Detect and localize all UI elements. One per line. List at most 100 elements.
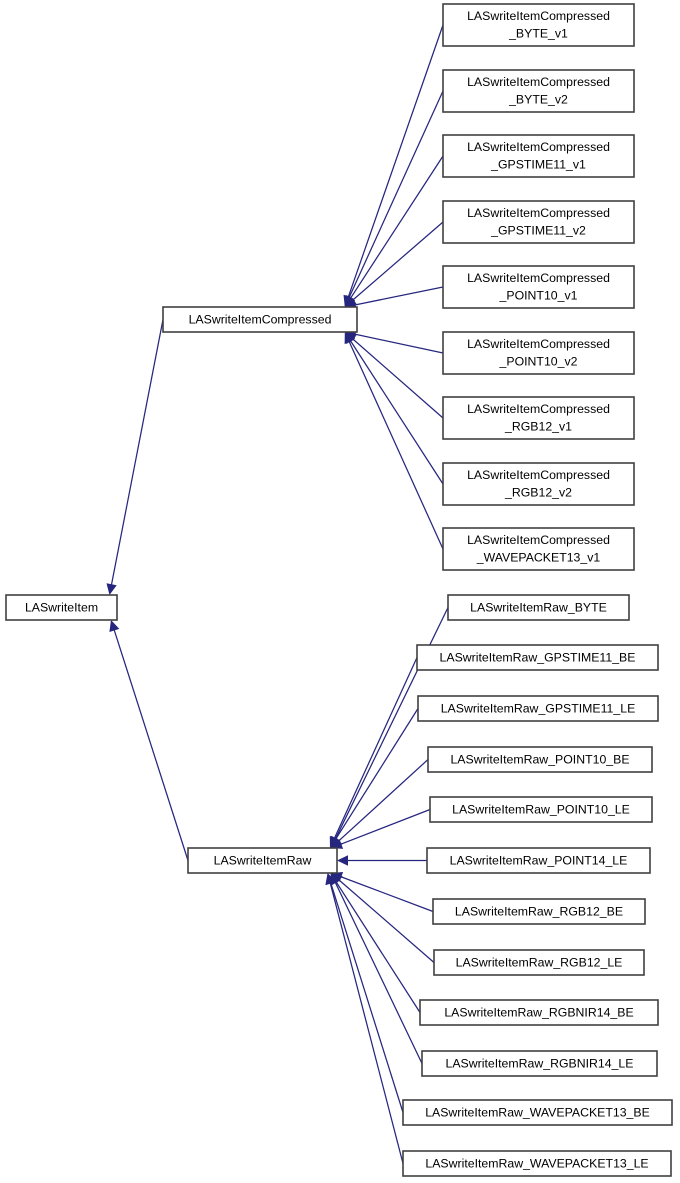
class-node-label: LASwriteItemCompressed [189,312,332,326]
class-node-label-line2: _BYTE_v1 [508,26,568,40]
inheritance-edge-line [347,24,444,299]
inheritance-arrow-icon [337,855,348,866]
class-node-box[interactable] [417,695,659,722]
inheritance-edge-line [337,759,429,843]
class-node-label-line1: LASwriteItemCompressed [467,337,610,351]
class-node-box[interactable] [419,999,659,1026]
class-node-box[interactable] [447,594,630,621]
class-node-label: LASwriteItemRaw_GPSTIME11_LE [441,701,636,715]
inheritance-edge-line [329,882,404,1164]
class-node-label-line2: _POINT10_v1 [499,288,578,302]
inheritance-edge-line [351,221,444,302]
inheritance-edge-line [334,881,423,1064]
class-node-lwir-rgbnir14-be[interactable]: LASwriteItemRaw_RGBNIR14_BE [419,999,659,1026]
class-node-box[interactable] [442,265,635,309]
class-node-box[interactable] [432,898,646,925]
class-node-box[interactable] [442,3,635,47]
inheritance-edge-line [110,319,164,586]
class-node-lwir-gpstime11-be[interactable]: LASwriteItemRaw_GPSTIME11_BE [416,644,659,671]
class-node-lwic-rgb12-v1[interactable]: LASwriteItemCompressed _RGB12_v1 [442,396,635,440]
class-node-label-line2: _WAVEPACKET13_v1 [476,550,601,564]
class-node-label: LASwriteItemRaw_WAVEPACKET13_BE [425,1105,650,1119]
class-node-label: LASwriteItemRaw_POINT10_LE [452,802,630,816]
class-node-lwir-point10-le[interactable]: LASwriteItemRaw_POINT10_LE [429,796,653,823]
class-node-label: LASwriteItemRaw_WAVEPACKET13_LE [425,1156,648,1170]
class-node-label-line1: LASwriteItemCompressed [467,468,610,482]
inheritance-edge-line [353,333,444,354]
class-node-label-line1: LASwriteItemCompressed [467,9,610,23]
class-node-box[interactable] [442,69,635,113]
inheritance-edge-line [348,340,444,550]
class-node-label: LASwriteItemRaw_GPSTIME11_BE [440,650,636,664]
class-node-box[interactable] [427,746,653,773]
class-node-label-line1: LASwriteItemCompressed [467,533,610,547]
class-node-lwir-byte[interactable]: LASwriteItemRaw_BYTE [447,594,630,621]
inheritance-edge-line [351,337,444,419]
class-node-lwir-wavepacket13-le[interactable]: LASwriteItemRaw_WAVEPACKET13_LE [402,1150,672,1177]
class-node-label-line2: _RGB12_v1 [504,419,572,433]
inheritance-edge-line [354,286,444,306]
class-node-label: LASwriteItemRaw_POINT14_LE [450,853,628,867]
class-node-label-line1: LASwriteItemCompressed [467,402,610,416]
class-node-box[interactable] [433,949,645,976]
nodes-layer: LASwriteItemLASwriteItemCompressedLASwri… [5,3,673,1177]
inheritance-edge-line [334,708,419,841]
class-node-lwic-point10-v1[interactable]: LASwriteItemCompressed _POINT10_v1 [442,265,635,309]
class-node-laswriteitemraw[interactable]: LASwriteItemRaw [187,847,338,874]
class-node-label: LASwriteItem [25,600,98,614]
class-node-lwir-point14-le[interactable]: LASwriteItemRaw_POINT14_LE [426,847,651,874]
inheritance-edge-line [339,875,434,913]
inheritance-arrow-icon [331,839,344,849]
class-node-lwir-rgb12-be[interactable]: LASwriteItemRaw_RGB12_BE [432,898,646,925]
class-node-box[interactable] [402,1150,672,1177]
class-node-box[interactable] [416,644,659,671]
class-node-label-line2: _GPSTIME11_v1 [490,157,586,171]
class-node-box[interactable] [162,306,358,333]
class-node-laswriteitemcompressed[interactable]: LASwriteItemCompressed [162,306,358,333]
class-node-lwic-gpstime11-v2[interactable]: LASwriteItemCompressed _GPSTIME11_v2 [442,200,635,244]
class-node-lwir-gpstime11-le[interactable]: LASwriteItemRaw_GPSTIME11_LE [417,695,659,722]
class-node-label: LASwriteItemRaw_RGBNIR14_LE [446,1056,634,1070]
class-node-box[interactable] [187,847,338,874]
class-node-lwir-point10-be[interactable]: LASwriteItemRaw_POINT10_BE [427,746,653,773]
class-node-label-line2: _RGB12_v2 [504,485,572,499]
class-node-box[interactable] [442,134,635,178]
class-node-label: LASwriteItemRaw_BYTE [470,600,607,614]
class-node-lwir-wavepacket13-be[interactable]: LASwriteItemRaw_WAVEPACKET13_BE [402,1099,673,1126]
inheritance-edge-line [329,881,404,1113]
class-node-lwir-rgb12-le[interactable]: LASwriteItemRaw_RGB12_LE [433,949,645,976]
class-node-label-line2: _POINT10_v2 [499,354,578,368]
class-node-label-line2: _GPSTIME11_v2 [490,223,586,237]
class-node-lwic-byte-v1[interactable]: LASwriteItemCompressed _BYTE_v1 [442,3,635,47]
class-node-lwic-point10-v2[interactable]: LASwriteItemCompressed _POINT10_v2 [442,331,635,375]
class-node-label-line2: _BYTE_v2 [508,92,568,106]
class-node-box[interactable] [442,462,635,506]
inheritance-arrow-icon [344,332,355,345]
class-node-label-line1: LASwriteItemCompressed [467,271,610,285]
class-node-label-line1: LASwriteItemCompressed [467,140,610,154]
class-node-box[interactable] [5,594,118,621]
class-node-box[interactable] [421,1050,658,1077]
class-node-box[interactable] [442,396,635,440]
class-node-box[interactable] [442,200,635,244]
class-node-box[interactable] [402,1099,673,1126]
class-node-box[interactable] [442,527,635,571]
class-node-box[interactable] [442,331,635,375]
class-node-box[interactable] [429,796,653,823]
class-node-lwir-rgbnir14-le[interactable]: LASwriteItemRaw_RGBNIR14_LE [421,1050,658,1077]
class-node-lwic-wavepacket13-v1[interactable]: LASwriteItemCompressed _WAVEPACKET13_v1 [442,527,635,571]
class-node-box[interactable] [426,847,651,874]
edges-layer [106,24,449,1164]
inheritance-edge-line [333,657,418,840]
class-node-laswriteitem[interactable]: LASwriteItem [5,594,118,621]
class-node-lwic-byte-v2[interactable]: LASwriteItemCompressed_BYTE_v2 [442,69,635,113]
class-node-label-line1: LASwriteItemCompressed [467,206,610,220]
class-node-lwic-gpstime11-v1[interactable]: LASwriteItemCompressed _GPSTIME11_v1 [442,134,635,178]
inheritance-arrow-icon [106,583,117,595]
inheritance-edge-line [335,880,421,1013]
inheritance-edge-line [337,878,435,963]
inheritance-edge-line [348,90,444,299]
class-node-lwic-rgb12-v2[interactable]: LASwriteItemCompressed _RGB12_v2 [442,462,635,506]
